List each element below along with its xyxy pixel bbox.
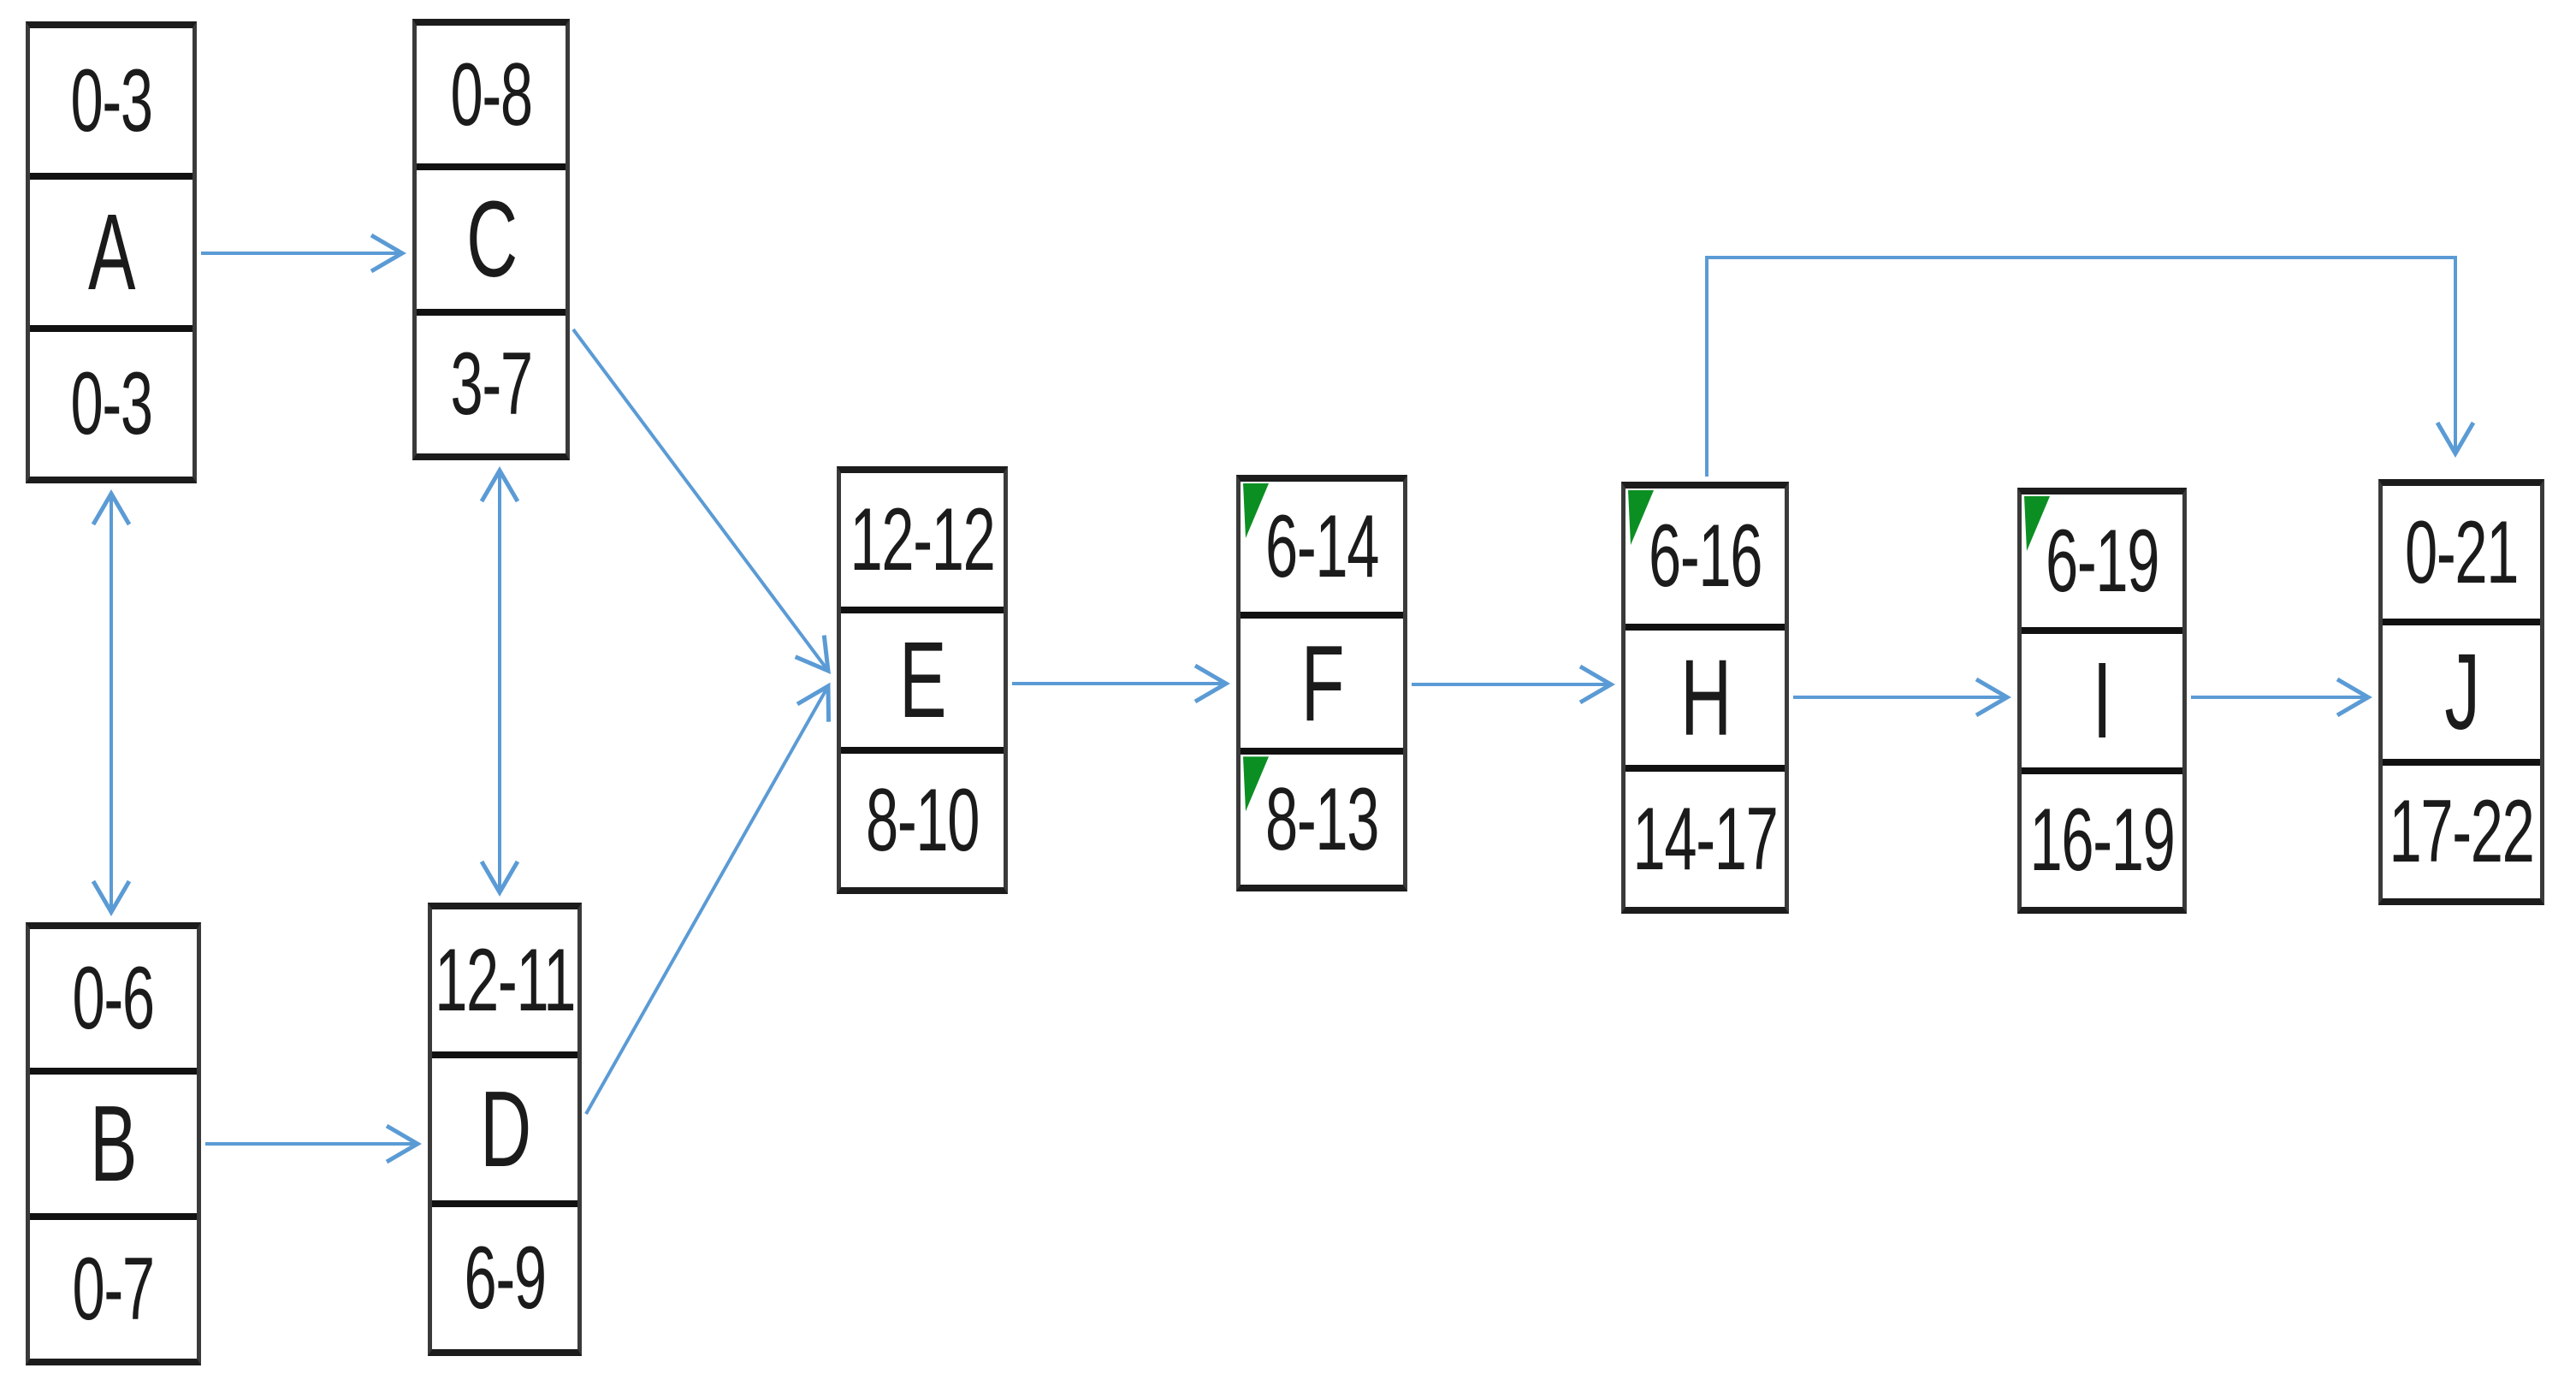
- node-h-label-cell: H: [1626, 623, 1785, 766]
- node-b-late-text: 0-7: [72, 1240, 156, 1339]
- node-e-late-text: 8-10: [865, 771, 980, 870]
- node-j-late-cell: 17-22: [2383, 758, 2540, 898]
- node-i: 6-19 I 16-19: [2017, 488, 2187, 914]
- node-b-late-cell: 0-7: [30, 1213, 197, 1359]
- node-b-label-cell: B: [30, 1068, 197, 1213]
- node-e-early-text: 12-12: [850, 490, 996, 589]
- node-h-late-cell: 14-17: [1626, 765, 1785, 907]
- node-f-label-cell: F: [1241, 611, 1403, 749]
- node-e-label: E: [898, 619, 946, 740]
- node-h-label: H: [1679, 637, 1732, 758]
- node-f-early-cell: 6-14: [1241, 482, 1403, 612]
- node-h-late-text: 14-17: [1632, 790, 1779, 890]
- node-d-early-text: 12-11: [435, 931, 576, 1030]
- node-h-early-cell: 6-16: [1626, 489, 1785, 624]
- node-d-label-cell: D: [432, 1051, 577, 1200]
- node-f-early-text: 6-14: [1264, 496, 1379, 596]
- node-c-late-cell: 3-7: [417, 308, 566, 453]
- node-a-label-cell: A: [30, 173, 192, 324]
- node-j-early-text: 0-21: [2404, 502, 2519, 602]
- node-b: 0-6 B 0-7: [26, 922, 201, 1365]
- node-b-label: B: [90, 1083, 137, 1204]
- node-j: 0-21 J 17-22: [2378, 479, 2544, 905]
- node-d-late-text: 6-9: [464, 1229, 547, 1328]
- node-f-label: F: [1300, 622, 1344, 743]
- node-c-late-text: 3-7: [450, 335, 533, 435]
- node-j-label-cell: J: [2383, 619, 2540, 758]
- node-a-late-cell: 0-3: [30, 324, 192, 477]
- node-c-early-cell: 0-8: [417, 26, 566, 163]
- node-h-early-text: 6-16: [1648, 506, 1762, 606]
- node-f: 6-14 F 8-13: [1236, 475, 1407, 891]
- node-i-early-cell: 6-19: [2022, 495, 2182, 627]
- node-c: 0-8 C 3-7: [412, 19, 570, 460]
- node-a-early-cell: 0-3: [30, 28, 192, 173]
- node-d-early-cell: 12-11: [432, 909, 577, 1051]
- node-e-early-cell: 12-12: [841, 473, 1004, 607]
- node-a-late-text: 0-3: [70, 354, 153, 454]
- node-i-late-cell: 16-19: [2022, 767, 2182, 907]
- node-j-early-cell: 0-21: [2383, 486, 2540, 619]
- node-i-label-cell: I: [2022, 627, 2182, 767]
- node-a-label: A: [87, 191, 135, 312]
- edge-d-to-e: [584, 682, 832, 1115]
- node-b-early-cell: 0-6: [30, 929, 197, 1068]
- node-f-late-cell: 8-13: [1241, 748, 1403, 885]
- node-c-label-cell: C: [417, 163, 566, 308]
- node-d-late-cell: 6-9: [432, 1200, 577, 1349]
- node-b-early-text: 0-6: [72, 949, 156, 1048]
- node-d-label: D: [479, 1069, 531, 1189]
- node-h: 6-16 H 14-17: [1621, 482, 1789, 914]
- node-f-late-text: 8-13: [1264, 770, 1379, 870]
- node-i-label: I: [2093, 639, 2112, 761]
- node-e: 12-12 E 8-10: [837, 466, 1008, 894]
- node-j-late-text: 17-22: [2389, 782, 2535, 882]
- edge-h-to-j-elbow: [1705, 256, 2476, 477]
- node-e-label-cell: E: [841, 607, 1004, 747]
- node-c-early-text: 0-8: [450, 44, 533, 145]
- node-j-label: J: [2443, 631, 2480, 752]
- node-i-early-text: 6-19: [2045, 511, 2159, 611]
- node-c-label: C: [465, 178, 518, 299]
- node-a: 0-3 A 0-3: [26, 21, 197, 483]
- node-d: 12-11 D 6-9: [428, 903, 582, 1356]
- node-i-late-text: 16-19: [2029, 791, 2176, 891]
- edge-c-to-e: [571, 328, 831, 674]
- node-e-late-cell: 8-10: [841, 747, 1004, 887]
- node-a-early-text: 0-3: [70, 50, 153, 151]
